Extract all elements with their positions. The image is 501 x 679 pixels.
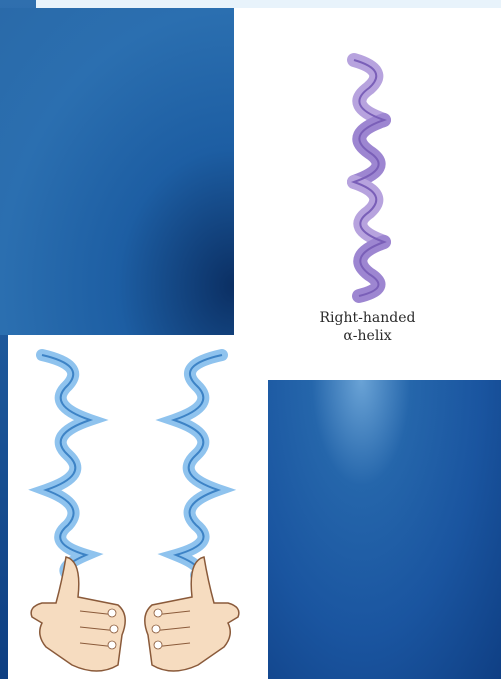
background-panel-left: [0, 8, 234, 335]
left-hand-thumb-up-icon: [31, 557, 125, 671]
left-ribbon-helix-icon: [42, 355, 90, 575]
right-ribbon-helix-icon: [174, 355, 222, 575]
handedness-panel: [8, 335, 268, 679]
alpha-helix-caption-line1: Right-handed: [234, 310, 501, 327]
alpha-helix-panel: Right-handed α-helix: [234, 8, 501, 380]
alpha-helix-icon: [354, 60, 384, 296]
background-panel-right: [268, 380, 501, 679]
handedness-drawing: [8, 335, 268, 679]
right-hand-thumb-up-icon: [145, 557, 239, 671]
alpha-helix-caption-line2: α-helix: [234, 328, 501, 345]
